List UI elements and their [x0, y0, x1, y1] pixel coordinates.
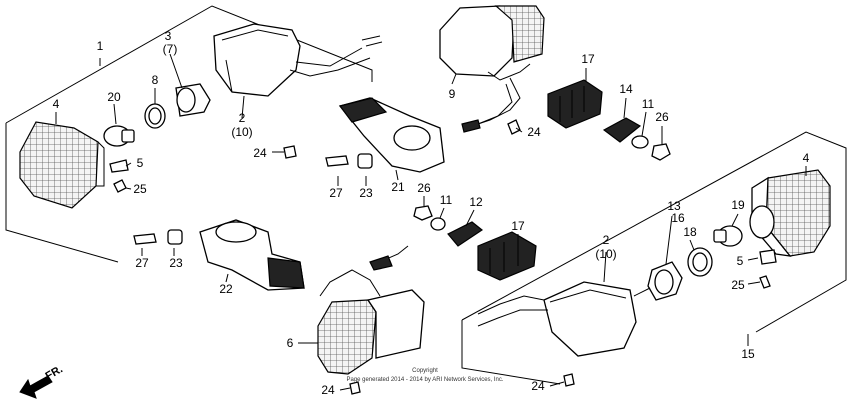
middle-stay-21: [325, 97, 537, 281]
callout-12: 12: [469, 195, 483, 209]
callout-2-left: 2: [239, 111, 246, 125]
callout-17-top: 17: [581, 52, 595, 66]
screw-25-left: [113, 179, 127, 193]
front-direction-indicator: FR.: [19, 363, 65, 399]
screw-25-right: [759, 275, 771, 289]
callout-22: 22: [219, 282, 233, 296]
clip-5-right: [759, 249, 777, 265]
screw-24-left: [283, 145, 297, 159]
callout-7: (7): [163, 42, 178, 56]
callout-6: 6: [287, 336, 294, 350]
callout-labels: 1 3 (7) 8 20 4 2 (10) 5 25 24 9 17 14 11…: [53, 29, 810, 397]
callout-1: 1: [97, 39, 104, 53]
callout-15: 15: [741, 347, 755, 361]
right-front-turn-signal-assembly: [461, 131, 847, 387]
callout-14: 14: [619, 82, 633, 96]
callout-20: 20: [107, 90, 121, 104]
left-front-turn-signal-assembly: [5, 5, 383, 263]
washer-11-top: [631, 135, 649, 149]
callout-24-low: 24: [321, 383, 335, 397]
lens-9: [494, 5, 545, 63]
collar-23-low: [167, 229, 183, 245]
callout-3: 3: [165, 29, 172, 43]
direction-label: FR.: [44, 363, 65, 382]
callout-27-low: 27: [135, 256, 149, 270]
lower-stay-22: [133, 219, 305, 291]
callout-25-left: 25: [133, 182, 147, 196]
clip-5-left: [109, 159, 129, 173]
housing-6: [366, 289, 425, 359]
callout-23-low: 23: [169, 256, 183, 270]
rubber-mount-17-top: [547, 79, 603, 129]
housing-2-right: [543, 281, 637, 357]
callout-5-left: 5: [137, 156, 144, 170]
callout-8: 8: [152, 73, 159, 87]
callout-5-right: 5: [737, 254, 744, 268]
bolt-27-top: [325, 155, 349, 167]
callout-24-right: 24: [531, 379, 545, 393]
callout-24-left: 24: [253, 146, 267, 160]
callout-25-right: 25: [731, 278, 745, 292]
rubber-mount-17-mid: [477, 231, 537, 281]
arrow-icon: [19, 375, 53, 399]
assembly-frame-right: [461, 131, 847, 385]
lens-4-left: [19, 121, 99, 209]
callout-26-top: 26: [655, 110, 669, 124]
nut-26-mid: [413, 205, 433, 221]
nut-26-top: [651, 143, 671, 161]
top-right-turn-signal: [439, 5, 671, 161]
copyright-text: Page generated 2014 - 2014 by ARI Networ…: [346, 377, 503, 383]
lower-turn-signal-6: [298, 245, 425, 395]
plate-12: [447, 221, 484, 247]
callout-2-right: 2: [603, 233, 610, 247]
callout-23-top: 23: [359, 186, 373, 200]
collar-23-top: [357, 153, 373, 169]
callout-4-right: 4: [803, 151, 810, 165]
screw-24-right: [563, 373, 575, 387]
plate-14: [602, 117, 642, 143]
callout-24-top: 24: [527, 125, 541, 139]
bolt-27-low: [133, 233, 157, 245]
callout-16: 16: [671, 211, 685, 225]
callout-13: 13: [667, 199, 681, 213]
callout-21: 21: [391, 180, 405, 194]
callout-11-top: 11: [642, 97, 655, 111]
callout-9: 9: [449, 87, 456, 101]
screw-24-low: [349, 381, 361, 395]
callout-27-top: 27: [329, 186, 343, 200]
lens-6: [317, 299, 377, 375]
housing-2-left: [213, 23, 301, 97]
housing-9: [439, 5, 515, 77]
callout-18: 18: [683, 225, 697, 239]
copyright-title: Copyright: [412, 368, 438, 374]
callout-26-mid: 26: [417, 181, 431, 195]
callout-19: 19: [731, 198, 745, 212]
callout-10-left: (10): [231, 125, 252, 139]
screw-24-top: [507, 119, 521, 135]
callout-17-mid: 17: [511, 219, 525, 233]
callout-4-left: 4: [53, 97, 60, 111]
callout-11-mid: 11: [440, 193, 453, 207]
rubber-21: [338, 97, 388, 123]
callout-10-right: (10): [595, 247, 616, 261]
washer-11-mid: [430, 217, 446, 231]
